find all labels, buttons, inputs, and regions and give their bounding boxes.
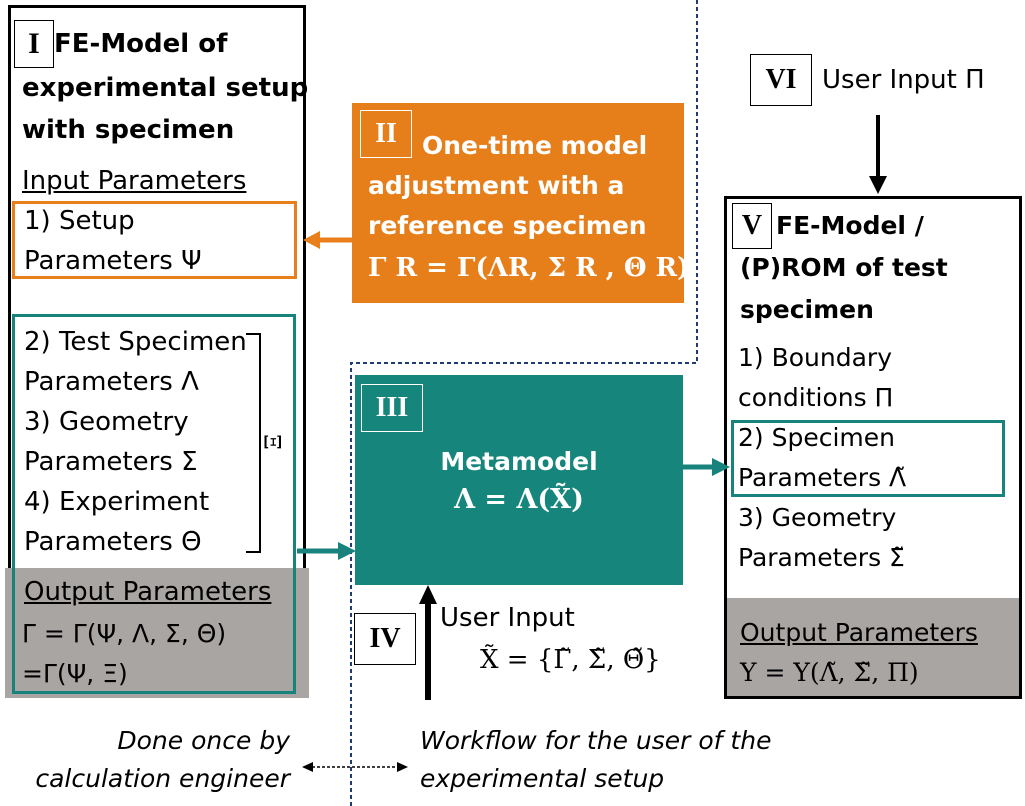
test-specimen-model-title: FE-Model / (P)ROM of test specimen [740,211,948,324]
setup-parameters-text: 1) Setup Parameters Ψ [24,206,202,276]
output-parameters-panel [5,568,309,698]
xi-bracket [246,333,261,553]
user-input-pi-label: User Input Π [822,65,985,95]
output-parameters-formula: Γ = Γ(Ψ, Λ, Σ, Θ) =Γ(Ψ, Ξ) [22,619,227,688]
specimen-parameters-highlight-v [731,420,1005,497]
step-number-V: V [732,203,772,249]
arrow-III-to-V-head [712,458,730,476]
output-parameters-header: Output Parameters [24,577,272,607]
step-number-I: I [14,20,54,68]
specimen-output-panel [727,598,1019,696]
step-number-III: III [361,384,423,432]
step-number-II: II [360,110,412,158]
test-specimen-parameters-text: 1) Boundary conditions Π 2) Specimen Par… [738,343,907,572]
footer-double-arrow-right-head [397,762,408,772]
setup-parameters-highlight [12,201,297,279]
footer-right-note: Workflow for the user of the experimenta… [420,726,772,793]
model-adjustment-formula: Γ R = Γ(ΛR, Σ R , Θ R) [368,253,690,283]
step-number-IV: IV [354,613,416,665]
footer-left-note: Done once by calculation engineer [35,726,290,793]
specimen-parameters-highlight [12,314,296,694]
metamodel-formula: Λ = Λ(X̃) [454,484,584,515]
specimen-output-header: Output Parameters [740,618,978,647]
step-number-VI: VI [750,54,812,106]
arrow-VI-to-V-head [869,176,887,194]
footer-double-arrow-left-head [302,762,313,772]
arrow-IV-to-III-head [419,585,437,604]
user-input-formula: X̃ = {Γ̃, Σ̃, Θ̃} [480,645,661,675]
user-input-label: User Input [440,603,575,633]
specimen-output-formula: Υ = Υ(Λ̃, Σ̃, Π) [740,658,919,687]
specimen-parameters-text: 2) Test Specimen Parameters Λ 3) Geometr… [24,327,247,557]
input-parameters-header: Input Parameters [22,166,247,196]
fe-model-setup-title: FE-Model of experimental setup with spec… [22,29,309,145]
metamodel-title: Metamodel [440,447,598,476]
arrow-I-to-III-head [338,542,356,560]
model-adjustment-title: One-time model adjustment with a referen… [368,131,648,240]
arrow-II-to-setup-head [303,231,320,249]
